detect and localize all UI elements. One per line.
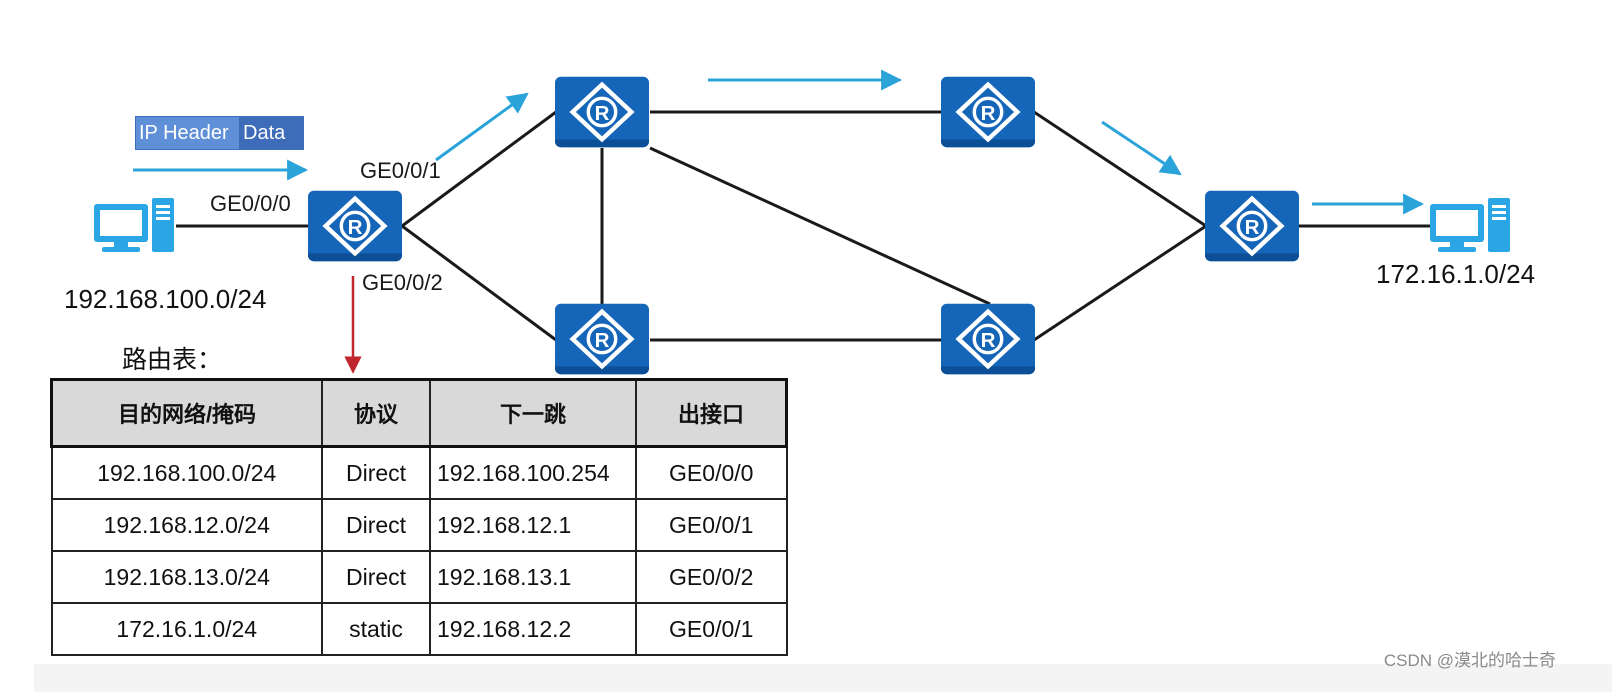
column-header-interface: 出接口	[635, 378, 788, 448]
links	[176, 110, 1430, 342]
cell-next-hop: 192.168.12.2	[429, 602, 637, 656]
cell-destination: 192.168.12.0/24	[50, 498, 323, 552]
link-r1-r3	[401, 224, 557, 342]
table-row: 192.168.13.0/24 Direct 192.168.13.1 GE0/…	[50, 550, 788, 604]
column-header-next-hop: 下一跳	[429, 378, 637, 448]
column-header-protocol: 协议	[321, 378, 431, 448]
table-header-row: 目的网络/掩码 协议 下一跳 出接口	[50, 378, 788, 448]
router-icon	[555, 304, 649, 375]
cell-interface: GE0/0/1	[635, 498, 788, 552]
cell-destination: 172.16.1.0/24	[50, 602, 323, 656]
interface-label-ge000: GE0/0/0	[210, 191, 291, 216]
cell-next-hop: 192.168.100.254	[429, 445, 637, 500]
cell-next-hop: 192.168.12.1	[429, 498, 637, 552]
router-icon	[308, 191, 402, 262]
bottom-band	[34, 664, 1612, 692]
network-label-right: 172.16.1.0/24	[1376, 259, 1536, 289]
link-r4-r6	[1033, 110, 1207, 228]
flow-arrow	[1101, 120, 1182, 176]
cell-protocol: Direct	[321, 445, 431, 500]
router-icon	[555, 77, 649, 148]
ip-packet: IP Header Data	[135, 116, 304, 150]
cell-interface: GE0/0/2	[635, 550, 788, 604]
watermark: CSDN @漠北的哈士奇	[1383, 651, 1556, 670]
computer-icon	[94, 198, 174, 252]
router-icon	[941, 77, 1035, 148]
table-row: 192.168.100.0/24 Direct 192.168.100.254 …	[50, 445, 788, 500]
flow-arrow	[435, 92, 529, 162]
packet-header: IP Header	[136, 117, 239, 149]
cell-next-hop: 192.168.13.1	[429, 550, 637, 604]
packet-data: Data	[239, 117, 303, 149]
cell-protocol: static	[321, 602, 431, 656]
table-row: 172.16.1.0/24 static 192.168.12.2 GE0/0/…	[50, 602, 788, 656]
flow-arrows	[133, 69, 1425, 215]
cell-interface: GE0/0/0	[635, 445, 788, 500]
table-row: 192.168.12.0/24 Direct 192.168.12.1 GE0/…	[50, 498, 788, 552]
link-r1-r2	[401, 110, 557, 228]
router-icon	[1205, 191, 1299, 262]
interface-label-ge002: GE0/0/2	[362, 270, 443, 295]
cell-protocol: Direct	[321, 498, 431, 552]
cell-protocol: Direct	[321, 550, 431, 604]
cell-destination: 192.168.13.0/24	[50, 550, 323, 604]
cell-interface: GE0/0/1	[635, 602, 788, 656]
router-icon	[941, 304, 1035, 375]
routing-table-title: 路由表：	[122, 346, 223, 374]
computer-icon	[1430, 198, 1510, 252]
cell-destination: 192.168.100.0/24	[50, 445, 323, 500]
link-r5-r6	[1033, 224, 1207, 342]
routing-table: 目的网络/掩码 协议 下一跳 出接口 192.168.100.0/24 Dire…	[50, 378, 788, 656]
link-r2-r5	[649, 146, 991, 306]
interface-label-ge001: GE0/0/1	[360, 158, 441, 183]
network-label-left: 192.168.100.0/24	[64, 284, 267, 314]
column-header-destination: 目的网络/掩码	[50, 378, 323, 448]
